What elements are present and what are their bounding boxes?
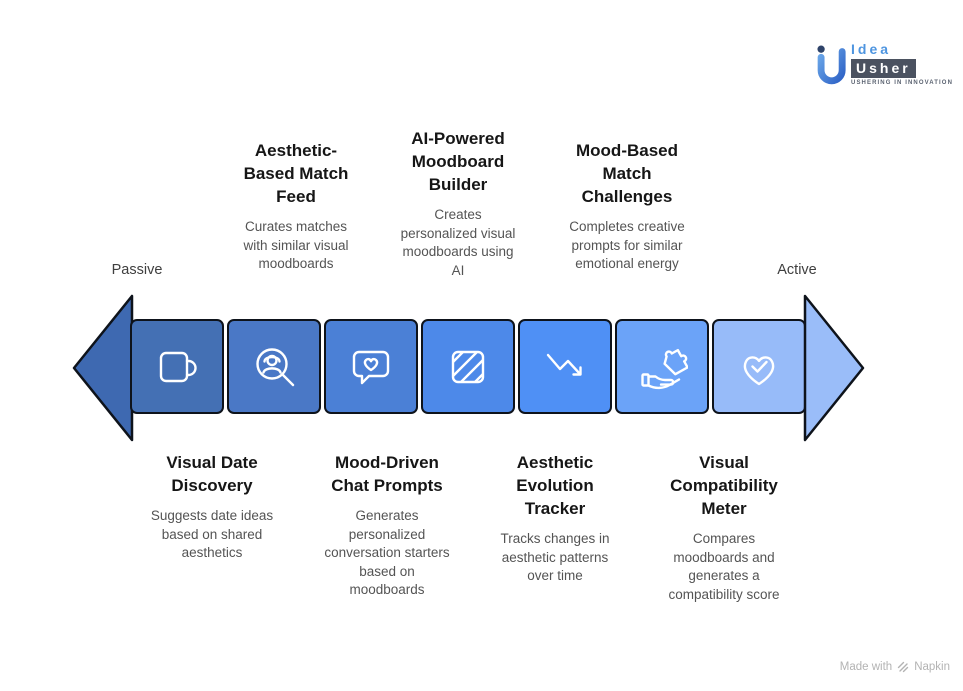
feature-description: Compares moodboards and generates a comp… (668, 531, 780, 602)
arrow-segment-chat-prompts (324, 319, 418, 414)
heart-check-icon (743, 355, 775, 385)
logo-brand-top: Idea (851, 41, 892, 57)
feature-title: Visual Compatibility Meter (670, 453, 778, 518)
footer-brand: Napkin (914, 661, 950, 673)
feature-title: Aesthetic-Based Match Feed (243, 141, 349, 206)
axis-label-active: Active (777, 262, 817, 278)
feature-description: Generates personalized conversation star… (324, 508, 450, 597)
feature-aesthetic-match-feed: Aesthetic-Based Match Feed Curates match… (234, 139, 358, 274)
feature-title: Visual Date Discovery (166, 453, 258, 495)
logo-tagline: USHERING IN INNOVATION (851, 80, 953, 86)
feature-description: Curates matches with similar visual mood… (243, 219, 349, 271)
idea-usher-logo-icon (817, 45, 846, 85)
mug-icon (159, 351, 197, 382)
arrow-segment-moodboard-builder (421, 319, 515, 414)
arrow-segment-date-discovery (130, 319, 224, 414)
footer-prefix: Made with (839, 661, 893, 673)
napkin-logo-icon (897, 661, 909, 673)
hand-puzzle-icon (641, 348, 688, 389)
timeline-arrow (72, 294, 865, 442)
feature-title: Mood-Based Match Challenges (576, 141, 678, 206)
arrow-segment-evolution-tracker (518, 319, 612, 414)
arrow-head-right (803, 294, 865, 442)
feature-description: Tracks changes in aesthetic patterns ove… (500, 531, 610, 583)
trend-down-icon (546, 353, 582, 376)
feature-description: Completes creative prompts for similar e… (569, 219, 685, 271)
feature-description: Creates personalized visual moodboards u… (400, 207, 516, 278)
feature-title: Mood-Driven Chat Prompts (331, 453, 443, 495)
logo-brand-bottom: Usher (851, 59, 916, 78)
feature-title: AI-Powered Moodboard Builder (411, 129, 505, 194)
feature-description: Suggests date ideas based on shared aest… (150, 508, 274, 560)
feature-mood-driven-chat-prompts: Mood-Driven Chat Prompts Generates perso… (322, 451, 452, 600)
arrow-head-left (72, 294, 134, 442)
feature-mood-match-challenges: Mood-Based Match Challenges Completes cr… (561, 139, 693, 274)
person-search-icon (256, 347, 295, 386)
arrow-segment-compatibility-meter (712, 319, 806, 414)
axis-label-passive: Passive (111, 262, 163, 278)
chat-heart-icon (352, 350, 390, 384)
feature-ai-moodboard-builder: AI-Powered Moodboard Builder Creates per… (396, 127, 520, 280)
arrow-segment-match-challenges (615, 319, 709, 414)
feature-title: Aesthetic Evolution Tracker (516, 453, 594, 518)
arrow-segment-match-feed (227, 319, 321, 414)
made-with-napkin: Made with Napkin (840, 661, 950, 673)
feature-visual-compatibility-meter: Visual Compatibility Meter Compares mood… (658, 451, 790, 604)
feature-visual-date-discovery: Visual Date Discovery Suggests date idea… (146, 451, 278, 563)
feature-aesthetic-evolution-tracker: Aesthetic Evolution Tracker Tracks chang… (489, 451, 621, 586)
moodboard-stripes-icon (451, 350, 485, 383)
idea-usher-logo: Idea Usher USHERING IN INNOVATION (813, 36, 953, 106)
